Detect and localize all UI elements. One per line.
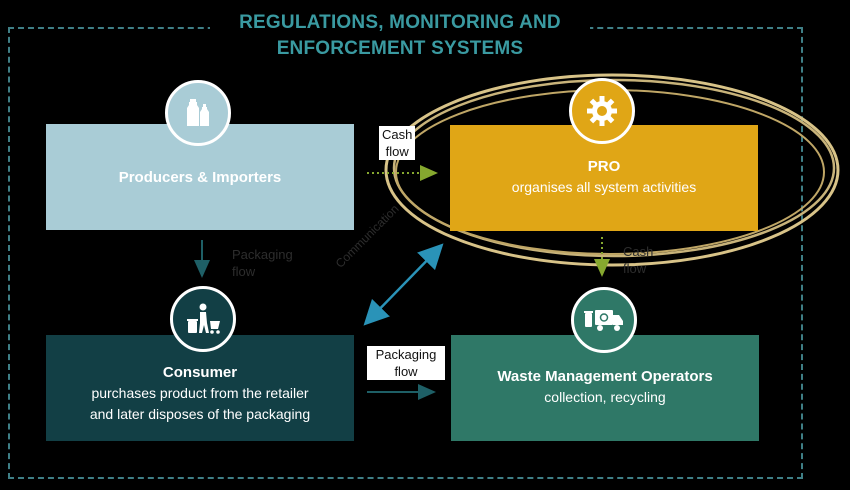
- waste-title: Waste Management Operators: [497, 368, 713, 385]
- garbage-truck-icon: [571, 287, 637, 353]
- waste-management-box: Waste Management Operators collection, r…: [451, 335, 759, 441]
- packaging-flow-label-right: Packaging flow: [367, 346, 445, 380]
- consumer-box: Consumer purchases product from the reta…: [46, 335, 354, 441]
- cash-flow-label-down: Cash flow: [623, 244, 654, 276]
- person-disposing-icon: [170, 286, 236, 352]
- cash-flow-label: Cash flow: [379, 126, 416, 160]
- waste-subtitle: collection, recycling: [544, 389, 666, 405]
- consumer-subtitle-2: and later disposes of the packaging: [89, 405, 311, 422]
- pro-subtitle: organises all system activities: [511, 179, 697, 195]
- bottles-icon: [165, 80, 231, 146]
- diagram-title: REGULATIONS, MONITORING AND ENFORCEMENT …: [210, 10, 590, 62]
- producers-title: Producers & Importers: [118, 168, 282, 186]
- consumer-subtitle-1: purchases product from the retailer: [91, 384, 309, 401]
- pro-title: PRO: [587, 158, 621, 175]
- communication-arrow: [363, 243, 444, 326]
- consumer-title: Consumer: [162, 363, 238, 381]
- gear-icon: [569, 78, 635, 144]
- packaging-flow-label-down: Packaging flow: [232, 247, 293, 279]
